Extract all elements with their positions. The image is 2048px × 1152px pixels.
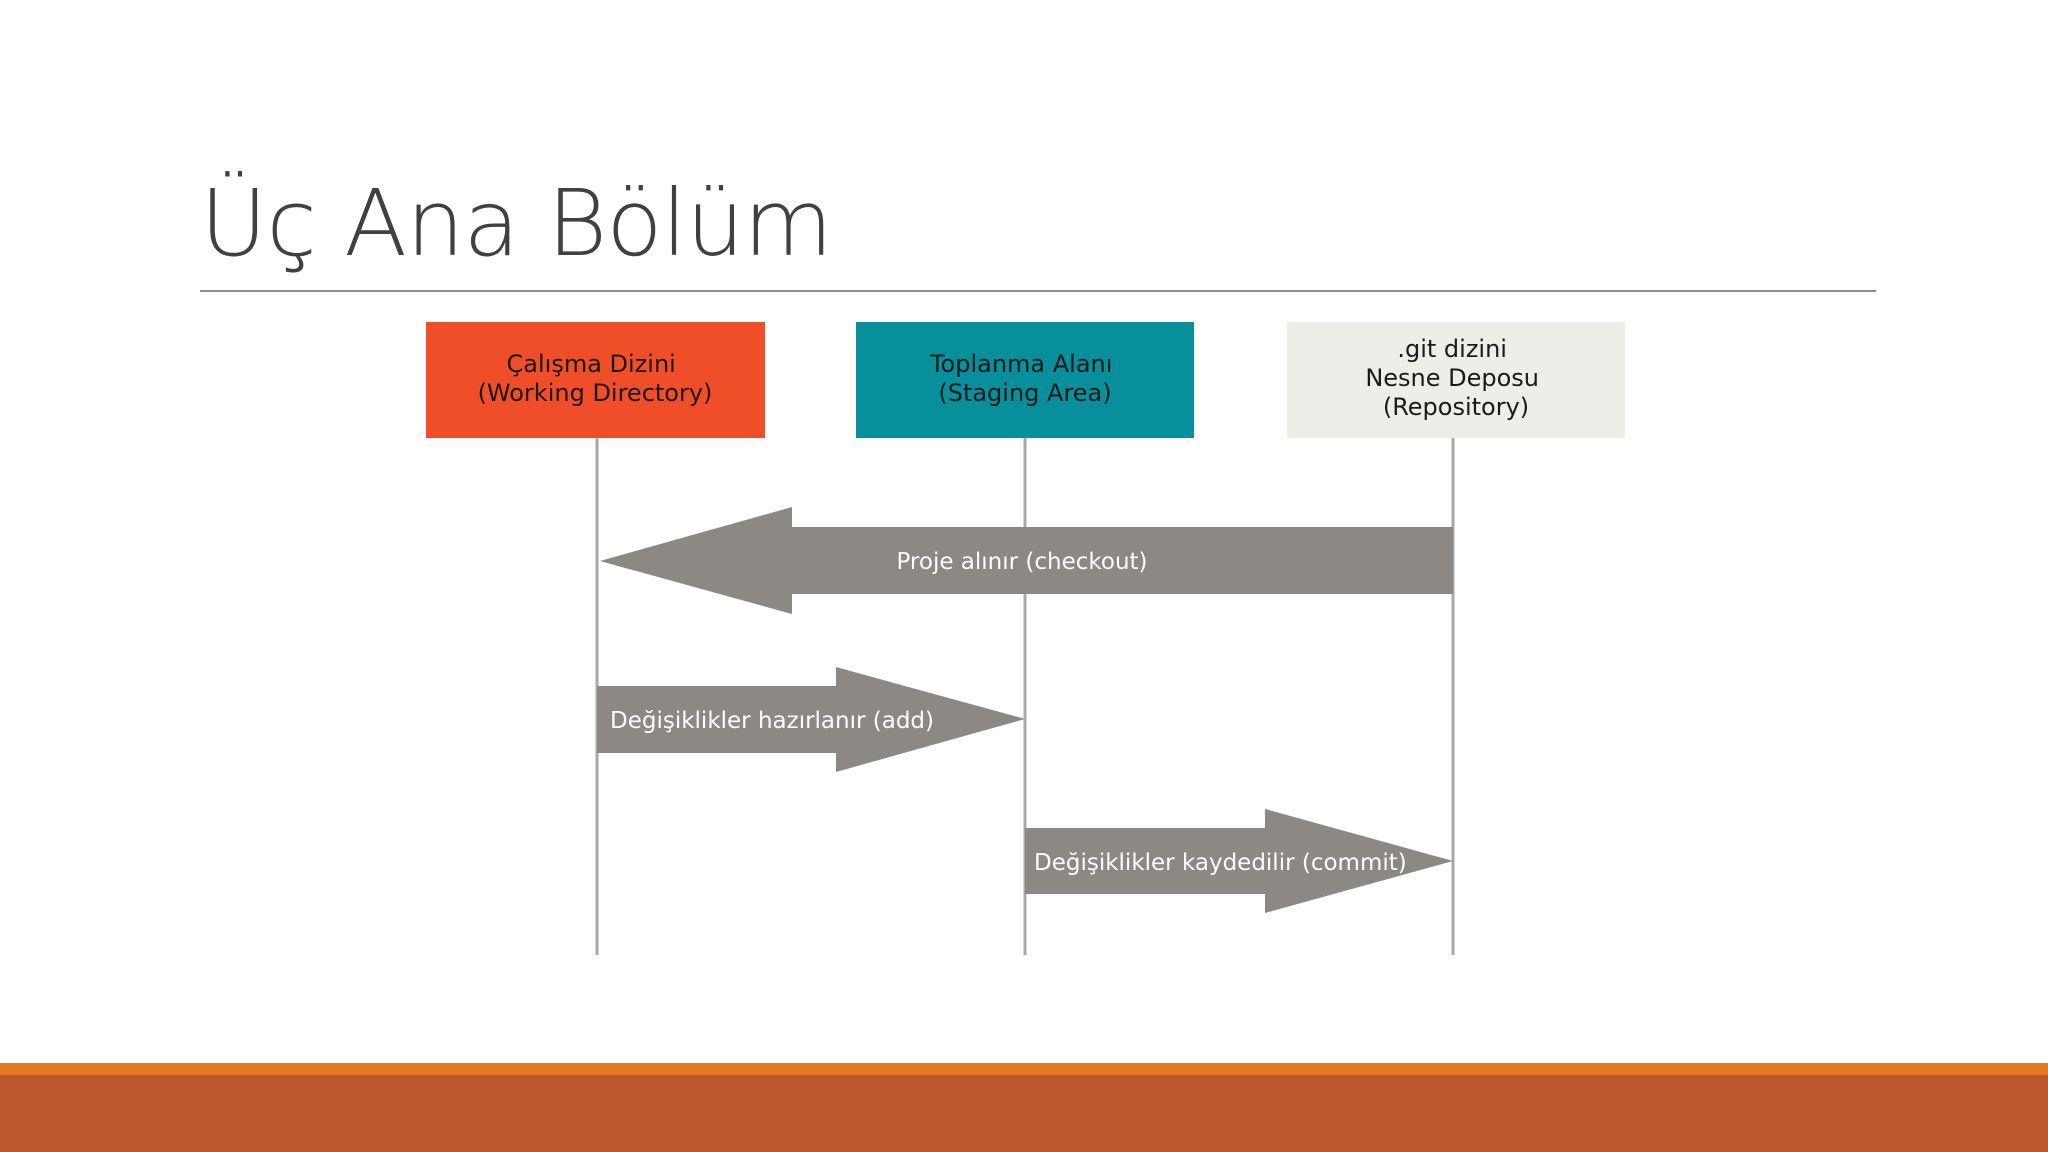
stage-staging-line-1: Toplanma Alanı	[929, 350, 1112, 378]
stage-repository-line-1: .git dizini	[1397, 335, 1507, 363]
arrow-checkout: Proje alınır (checkout)	[600, 507, 1453, 614]
arrow-commit: Değişiklikler kaydedilir (commit)	[1025, 809, 1453, 913]
stage-box-staging	[856, 322, 1194, 438]
footer-accent-stripe	[0, 1063, 2048, 1075]
svg-text:.git dizini Nesne Depo: .git dizini Nesne Deposu (Repository)	[1365, 335, 1546, 421]
slide-title: Üç Ana Bölüm	[200, 170, 833, 277]
footer-bar	[0, 1075, 2048, 1152]
arrow-checkout-shape	[600, 507, 1453, 614]
stage-working-line-2: (Working Directory)	[478, 379, 713, 407]
title-divider	[200, 290, 1876, 292]
stage-working-line-1: Çalışma Dizini	[507, 350, 676, 378]
stage-repository: .git dizini Nesne Deposu (Repository)	[1287, 322, 1625, 438]
arrow-commit-label: Değişiklikler kaydedilir (commit)	[1034, 850, 1407, 876]
stage-repository-line-2: Nesne Deposu	[1365, 364, 1539, 392]
stage-box-working	[426, 322, 765, 438]
arrow-add-shape	[597, 667, 1025, 772]
arrow-commit-shape	[1025, 809, 1453, 913]
stage-repository-line-3: (Repository)	[1383, 393, 1529, 421]
arrow-checkout-label: Proje alınır (checkout)	[896, 549, 1147, 575]
stage-working-directory: Çalışma Dizini (Working Directory)	[426, 322, 765, 438]
svg-text:Çalışma Dizini (Workin: Çalışma Dizini (Working Directory)	[478, 350, 713, 407]
stage-staging-area: Toplanma Alanı (Staging Area)	[856, 322, 1194, 438]
arrow-add: Değişiklikler hazırlanır (add)	[597, 667, 1025, 772]
stage-staging-line-2: (Staging Area)	[938, 379, 1111, 407]
svg-text:Toplanma Alanı (Stagin: Toplanma Alanı (Staging Area)	[929, 350, 1120, 407]
stage-box-repository	[1287, 322, 1625, 438]
arrow-add-label: Değişiklikler hazırlanır (add)	[610, 708, 934, 734]
